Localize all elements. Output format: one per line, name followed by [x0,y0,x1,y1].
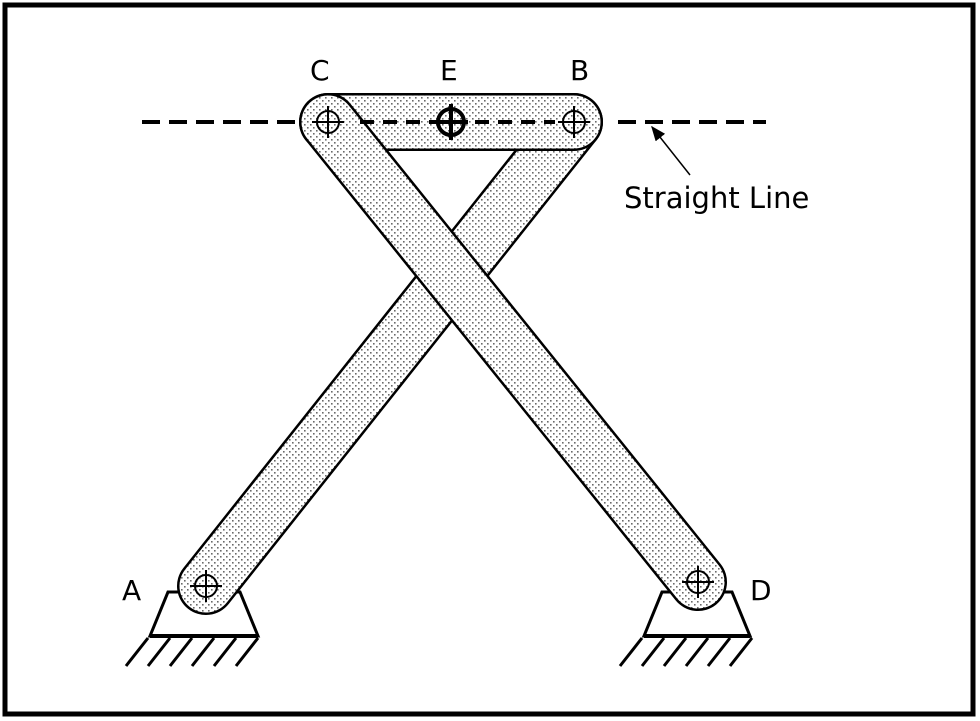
label-c: C [310,54,330,87]
link-ab [179,95,601,613]
label-e: E [440,54,458,87]
label-d: D [750,574,772,607]
label-b: B [570,54,589,87]
pivot-a [190,570,222,602]
label-a: A [122,574,141,607]
pivot-b [558,106,590,138]
pivot-c [312,106,344,138]
tracing-point-e [434,104,468,140]
annotation-arrow [651,125,691,176]
straight-line-label: Straight Line [624,181,809,215]
pivot-d [682,566,714,598]
link-cd [301,95,725,609]
